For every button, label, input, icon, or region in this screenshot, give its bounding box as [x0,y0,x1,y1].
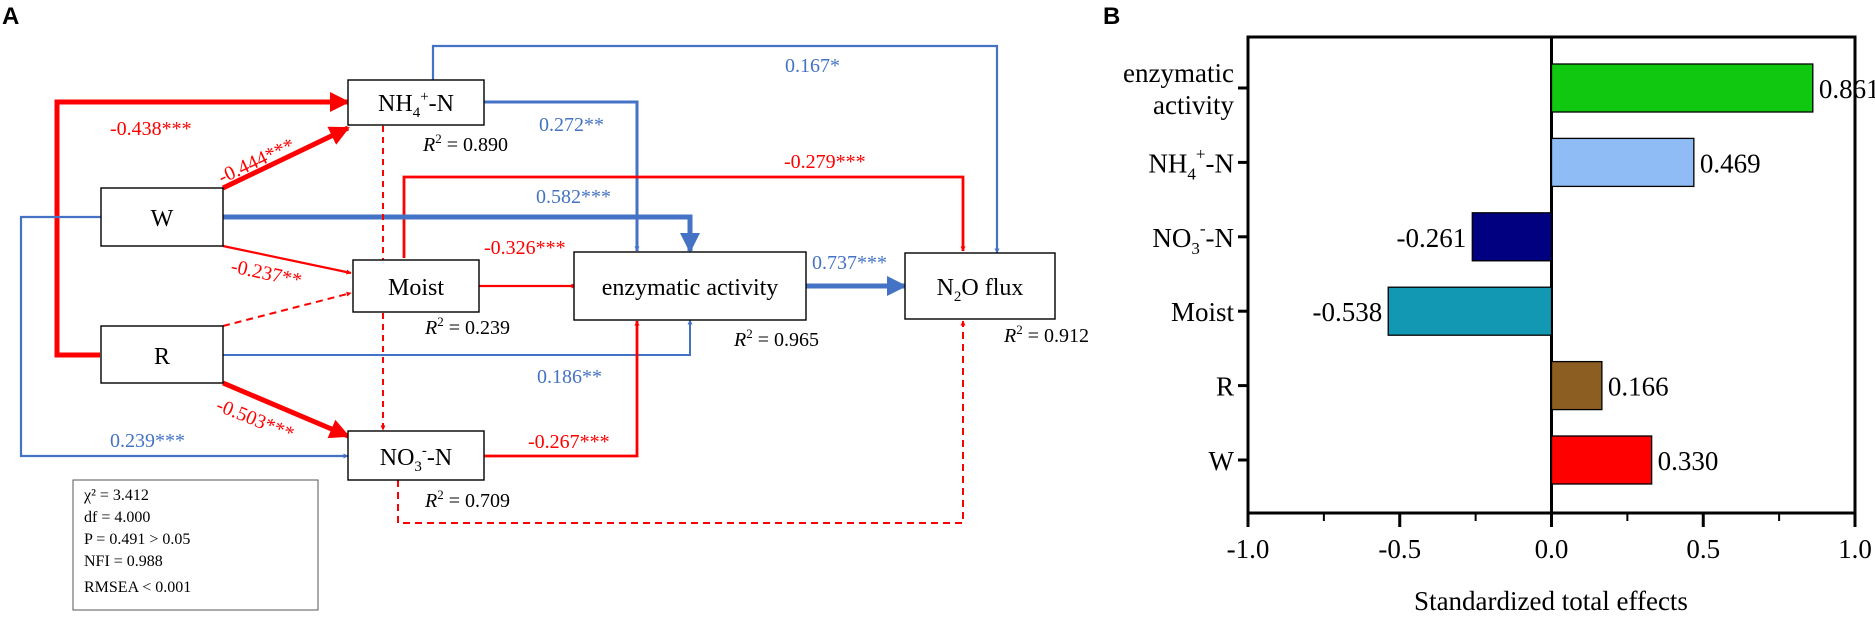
path-diagram-edges [19,44,1000,524]
edge-r-moist [222,291,352,327]
coef-r-nh4: -0.438*** [110,118,192,140]
fit-rmsea: RMSEA < 0.001 [84,579,191,596]
bar-value-label: -0.538 [1312,297,1382,327]
bar-value-label: 0.861 [1819,74,1875,104]
edge-nh4-n2o [431,44,1000,254]
edge-w-enzyme [223,214,700,253]
coef-w-enzyme: 0.582*** [536,186,611,208]
r2-enzymatic-activity: R2 = 0.965 [733,326,819,351]
coef-enzyme-n2o: 0.737*** [812,252,887,274]
bar-0 [1550,63,1814,113]
r2-no3: R2 = 0.709 [424,487,510,512]
r2-n2o-flux: R2 = 0.912 [1003,322,1089,347]
node-nh4: NH4+-N [347,79,485,126]
category-label: W [1209,446,1235,476]
x-axis-label: Standardized total effects [1414,586,1688,616]
svg-text:R: R [154,344,170,370]
edge-r-enzyme [223,319,693,356]
edge-w-moist [222,244,352,275]
bar-4 [1550,360,1603,411]
svg-text:NO3--N: NO3--N [380,443,453,475]
bar-value-label: 0.469 [1700,148,1761,178]
fit-statistics-box: χ² = 3.412 df = 4.000 P = 0.491 > 0.05 N… [72,479,319,611]
coef-no3-enzyme: -0.267*** [528,431,610,453]
coef-moist-n2o: -0.279*** [784,151,866,173]
bar-value-label: -0.261 [1397,223,1467,253]
coef-nh4-enzyme: 0.272** [539,114,604,136]
edge-r-no3 [222,380,350,439]
panel-a-letter: A [2,3,19,30]
r2-nh4: R2 = 0.890 [422,131,508,156]
category-label: Moist [1171,297,1235,327]
node-no3: NO3--N [347,430,485,481]
svg-text:W: W [151,206,174,232]
svg-text:NH4+-N: NH4+-N [378,89,454,121]
fit-chi-square: χ² = 3.412 [83,487,149,504]
edge-no3-enzyme [484,320,640,458]
edge-r-nh4 [54,92,350,358]
bar-5 [1550,435,1653,485]
coef-r-no3: -0.503*** [213,394,297,445]
node-r: R [100,325,224,384]
coef-w-nh4: -0.444*** [215,134,298,188]
edge-w-nh4 [221,125,350,191]
x-tick-label: 0.0 [1535,534,1569,564]
panel-b-letter: B [1103,3,1120,30]
category-label: R [1216,372,1234,402]
svg-text:enzymatic activity: enzymatic activity [602,275,779,301]
edge-w-no3 [19,215,349,459]
node-enzymatic-activity: enzymatic activity [573,251,807,321]
x-tick-label: 0.5 [1686,534,1720,564]
fit-df: df = 4.000 [84,509,150,526]
x-tick-label: 1.0 [1838,534,1872,564]
coef-r-enzyme: 0.186** [537,366,602,388]
edge-no3-n2o [397,320,966,524]
category-label: NO3--N [1152,219,1234,258]
node-moist: Moist [352,259,480,313]
edge-nh4-enzyme [484,100,640,252]
bar-1 [1550,137,1695,188]
bar-value-label: 0.330 [1658,446,1719,476]
svg-text:N2O flux: N2O flux [937,275,1024,305]
bar-value-label: 0.166 [1608,372,1669,402]
bar-2 [1471,212,1553,262]
fit-nfi: NFI = 0.988 [84,553,163,570]
svg-text:Moist: Moist [388,275,444,301]
bar-3 [1387,286,1553,336]
coef-w-no3: 0.239*** [110,430,185,452]
category-label: NH4+-N [1148,144,1234,183]
coef-nh4-n2o: 0.167* [785,55,840,77]
x-tick-label: -0.5 [1378,534,1421,564]
node-w: W [100,187,224,247]
node-n2o-flux: N2O flux [904,252,1056,320]
x-tick-label: -1.0 [1227,534,1270,564]
fit-p-value: P = 0.491 > 0.05 [84,531,190,548]
r2-moist: R2 = 0.239 [424,314,510,339]
coef-moist-enzyme: -0.326*** [484,237,566,259]
